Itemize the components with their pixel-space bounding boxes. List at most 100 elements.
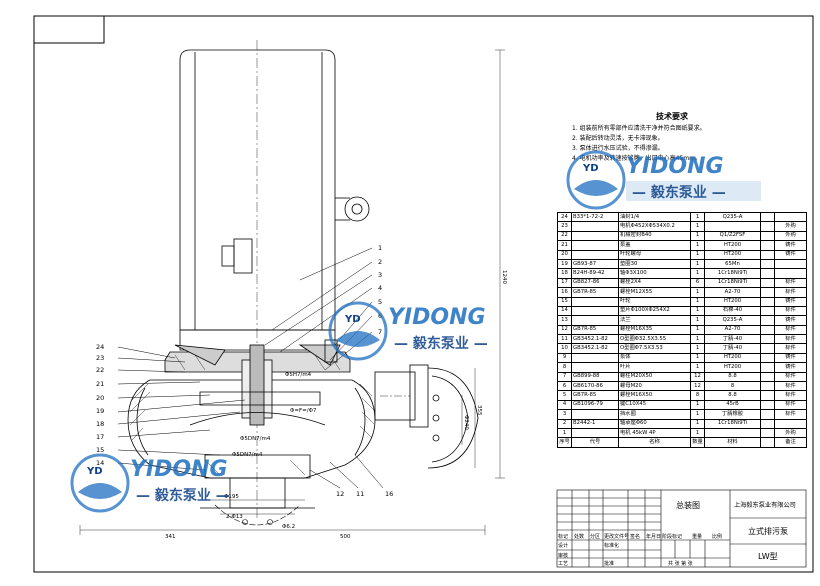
bom-cell-note: 铸件 xyxy=(774,315,807,326)
bom-cell-note xyxy=(774,211,807,223)
bom-cell-no: 4 xyxy=(557,399,572,411)
bom-cell-no: 8 xyxy=(557,362,572,373)
dim-left: 341 xyxy=(165,534,176,540)
bom-cell-no: 18 xyxy=(557,268,572,279)
bom-cell-name: 叶轮 xyxy=(618,296,691,307)
bom-cell-no: 15 xyxy=(557,296,572,307)
balloon-12: 12 xyxy=(336,490,344,498)
balloon-15: 15 xyxy=(96,446,104,454)
balloon-17: 17 xyxy=(96,433,104,441)
dimension-lines xyxy=(79,49,505,535)
title-process: 工艺 xyxy=(558,561,569,567)
bom-cell-qty: 1 xyxy=(690,418,705,430)
bom-header-mat: 材料 xyxy=(704,437,761,448)
bom-cell-code: GB3452.1-82 xyxy=(571,343,619,354)
bom-cell-no: 17 xyxy=(557,277,572,289)
outlet-nozzle xyxy=(374,364,479,469)
bom-cell-qty: 1 xyxy=(690,221,705,232)
bom-cell-name: 叶轮螺母 xyxy=(618,249,691,260)
bom-cell-note xyxy=(774,258,807,270)
bom-cell-no: 9 xyxy=(557,352,572,364)
bom-cell-code xyxy=(571,409,619,420)
bom-header-note: 备注 xyxy=(774,437,807,448)
title-row-label-4: 更改文件号 xyxy=(604,534,630,540)
model-name: LW型 xyxy=(758,552,778,561)
logo-emblem-icon: YD YIDONG — 毅东泵业 — xyxy=(70,453,230,513)
balloon-22: 22 xyxy=(96,366,104,374)
bom-cell-code xyxy=(571,305,619,317)
svg-text:YIDONG: YIDONG xyxy=(388,305,486,330)
bom-cell-mat: HT200 xyxy=(704,296,761,307)
bom-cell-qty: 1 xyxy=(690,268,705,279)
bom-cell-code xyxy=(571,230,619,242)
bom-cell-name: 电机Φ452XΦ534X0.2 xyxy=(618,221,691,232)
bom-cell-qty: 1 xyxy=(690,287,705,298)
bom-cell-qty: 1 xyxy=(690,399,705,411)
bom-cell-qty: 6 xyxy=(690,277,705,289)
title-weight: 重量 xyxy=(692,534,703,540)
bom-cell-mat: 丁腈橡胶 xyxy=(704,409,761,420)
balloon-19: 19 xyxy=(96,407,104,415)
watermark-logo-top: YD YIDONG — 毅东泵业 — xyxy=(566,145,766,215)
bom-cell-code: GB3452.1-82 xyxy=(571,334,619,345)
bom-cell-no: 5 xyxy=(557,390,572,401)
bom-cell-qty: 1 xyxy=(690,315,705,326)
bom-cell-qty: 1 xyxy=(690,334,705,345)
bom-cell-mat: HT200 xyxy=(704,362,761,373)
balloon-1: 1 xyxy=(378,244,382,252)
bom-cell-name: 垫圈30 xyxy=(618,258,691,270)
bom-cell-note: 外购 xyxy=(774,230,807,242)
bom-cell-code xyxy=(571,221,619,232)
bom-cell-note: 铸件 xyxy=(774,249,807,260)
bom-cell-mat xyxy=(704,427,761,439)
bom-cell-qty: 1 xyxy=(690,409,705,420)
bom-cell-note: 标件 xyxy=(774,371,807,383)
bom-cell-code: GB7R-85 xyxy=(571,324,619,336)
bom-cell-qty: 1 xyxy=(690,343,705,354)
dim-height: 1240 xyxy=(501,270,507,284)
dim-pipe4: Φ5H7/m4 xyxy=(285,372,312,378)
balloon-24: 24 xyxy=(96,343,104,351)
bom-cell-qty: 1 xyxy=(690,258,705,270)
bom-cell-qty: 1 xyxy=(690,324,705,336)
bom-cell-no: 19 xyxy=(557,258,572,270)
bom-cell-note: 标件 xyxy=(774,277,807,289)
bom-cell-mat: 8.8 xyxy=(704,390,761,401)
bom-cell-no: 21 xyxy=(557,240,572,251)
title-standard: 标准化 xyxy=(604,543,620,549)
bom-cell-no: 13 xyxy=(557,315,572,326)
balloon-20: 20 xyxy=(96,394,104,402)
balloon-18: 18 xyxy=(96,420,104,428)
sheet-info: 共 张 第 张 xyxy=(668,561,693,567)
dim-holes: 2-Φ13 xyxy=(226,514,243,520)
bom-cell-code xyxy=(571,352,619,364)
tech-req-item-4: 4. 电机功率及转速按铭牌，出口中心高45mm。 xyxy=(572,155,701,162)
bom-cell-mat: 8.8 xyxy=(704,371,761,383)
bom-cell-mat: HT200 xyxy=(704,352,761,364)
title-row-label-3: 分区 xyxy=(590,534,601,540)
svg-text:— 毅东泵业 —: — 毅东泵业 — xyxy=(136,487,230,504)
bom-cell-mat: Q235-A xyxy=(704,315,761,326)
bom-cell-code: GB7R-85 xyxy=(571,287,619,298)
balloon-3: 3 xyxy=(378,271,382,279)
title-design: 设计 xyxy=(558,543,569,549)
dim-pipe3: Φ5DN7/m4 xyxy=(232,452,263,458)
balloon-4: 4 xyxy=(378,284,382,292)
bom-cell-note: 标件 xyxy=(774,381,807,392)
svg-text:YIDONG: YIDONG xyxy=(130,457,228,482)
pump-section xyxy=(127,339,376,509)
bom-cell-no: 7 xyxy=(557,371,572,383)
bom-cell-note: 标件 xyxy=(774,287,807,298)
bom-cell-note: 铸件 xyxy=(774,296,807,307)
bom-cell-no: 14 xyxy=(557,305,572,317)
bom-cell-mat: 45rB xyxy=(704,399,761,411)
